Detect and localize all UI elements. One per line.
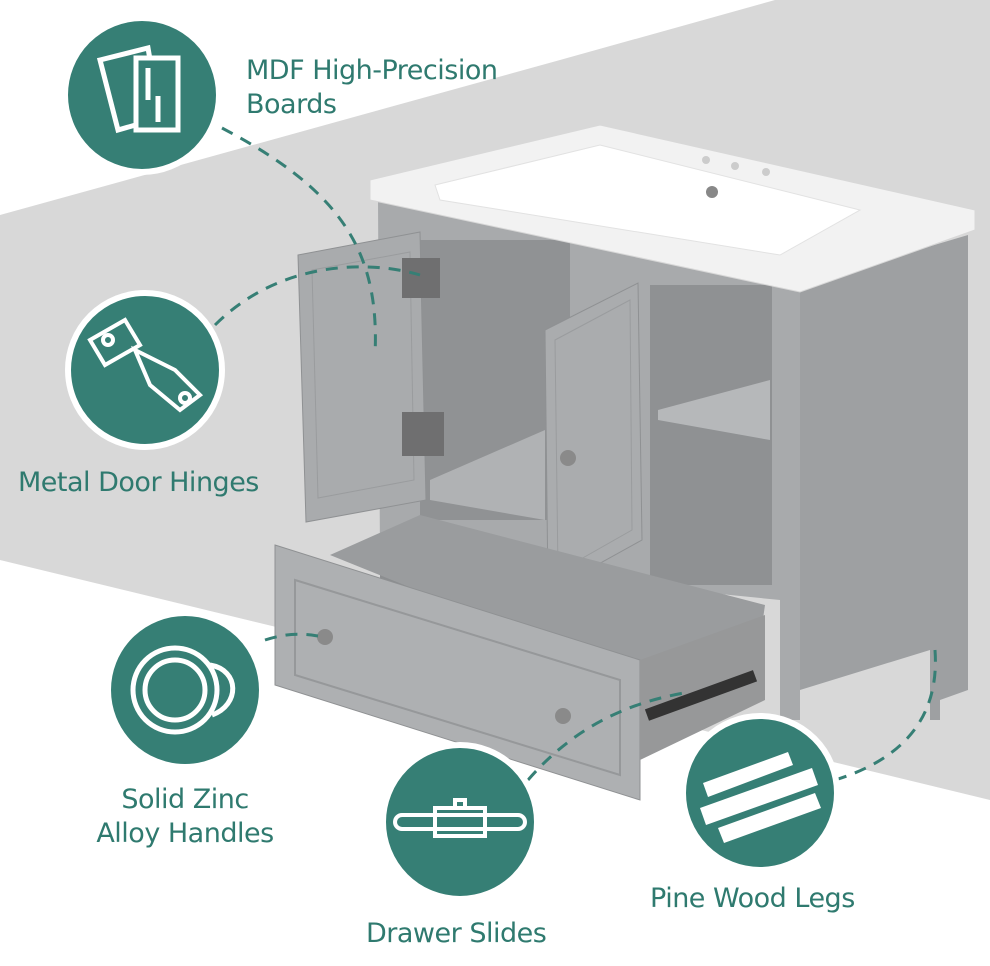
connector-lines [213, 126, 937, 782]
hinge-icon [65, 290, 225, 450]
label-line: MDF High-Precision [246, 55, 498, 86]
handle-icon [105, 610, 265, 770]
label-line: Alloy Handles [96, 818, 274, 849]
feature-label-legs: Pine Wood Legs [650, 883, 855, 914]
feature-label-handles: Solid Zinc Alloy Handles [80, 783, 290, 851]
feature-label-mdf: MDF High-Precision Boards [246, 54, 498, 122]
label-line: Boards [246, 89, 337, 120]
wood-legs-icon [680, 713, 840, 873]
feature-label-hinges: Metal Door Hinges [18, 467, 259, 498]
vanity-cabinet [274, 124, 976, 801]
mdf-boards-icon [62, 15, 222, 175]
feature-label-slides: Drawer Slides [366, 918, 547, 949]
label-line: Solid Zinc [121, 784, 249, 815]
drawer-slide-icon [380, 742, 540, 902]
